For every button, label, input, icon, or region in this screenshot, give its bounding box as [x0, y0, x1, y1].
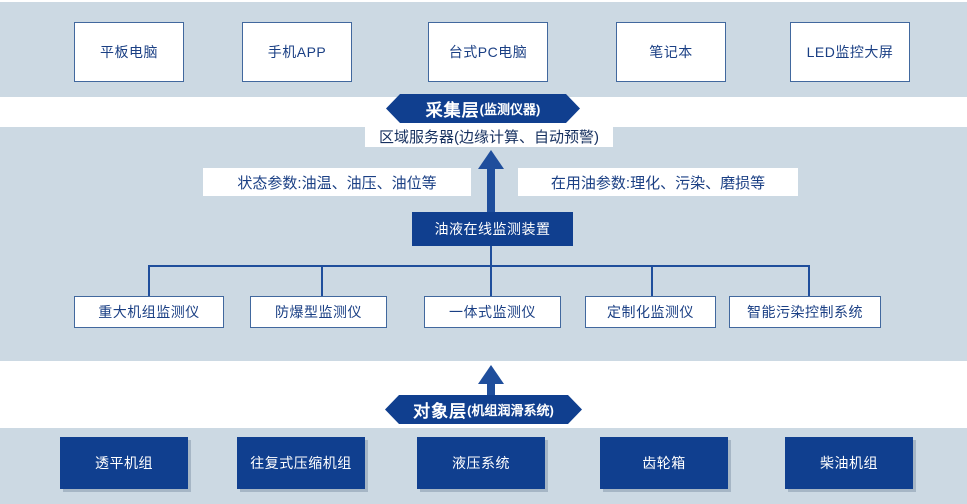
tree-horizontal-line — [149, 265, 809, 267]
instrument-major-unit-monitor[interactable]: 重大机组监测仪 — [74, 296, 224, 328]
arrow-head-icon — [478, 150, 504, 169]
arrow-stem — [487, 165, 495, 213]
arrow-head-icon — [478, 365, 504, 384]
instrument-explosion-proof-monitor[interactable]: 防爆型监测仪 — [250, 296, 387, 328]
in-use-oil-parameters-label: 在用油参数:理化、污染、磨损等 — [518, 168, 798, 196]
regional-server-label: 区域服务器(边缘计算、自动预警) — [365, 125, 613, 147]
instrument-smart-contamination-control[interactable]: 智能污染控制系统 — [729, 296, 881, 328]
instrument-integrated-monitor[interactable]: 一体式监测仪 — [424, 296, 561, 328]
display-terminal-mobile-app[interactable]: 手机APP — [242, 22, 352, 82]
object-turbine-unit[interactable]: 透平机组 — [60, 437, 188, 489]
object-gearbox[interactable]: 齿轮箱 — [600, 437, 728, 489]
arrow-stem — [487, 380, 495, 398]
tree-branch-4 — [651, 265, 653, 296]
tree-branch-2 — [321, 265, 323, 296]
object-diesel-generator-unit[interactable]: 柴油机组 — [785, 437, 913, 489]
object-layer-banner-title: 对象层 — [413, 402, 468, 421]
display-terminal-laptop[interactable]: 笔记本 — [616, 22, 726, 82]
tree-branch-3 — [490, 265, 492, 296]
instrument-customized-monitor[interactable]: 定制化监测仪 — [585, 296, 716, 328]
collection-layer-banner-subtitle: (监测仪器) — [479, 102, 541, 117]
object-reciprocating-compressor[interactable]: 往复式压缩机组 — [237, 437, 365, 489]
collection-layer-banner: 采集层 (监测仪器) — [386, 94, 580, 123]
tree-branch-1 — [148, 265, 150, 296]
collection-layer-banner-title: 采集层 — [425, 101, 480, 120]
display-terminal-tablet[interactable]: 平板电脑 — [74, 22, 184, 82]
display-terminal-led-screen[interactable]: LED监控大屏 — [790, 22, 910, 82]
tree-trunk-line — [490, 246, 492, 265]
object-hydraulic-system[interactable]: 液压系统 — [417, 437, 545, 489]
object-layer-banner: 对象层 (机组润滑系统) — [385, 395, 582, 424]
arrow-up-to-object-layer — [478, 365, 504, 398]
oil-online-monitoring-device-box[interactable]: 油液在线监测装置 — [412, 212, 573, 246]
status-parameters-label: 状态参数:油温、油压、油位等 — [203, 168, 471, 196]
arrow-up-to-collection-layer — [478, 150, 504, 213]
object-layer-banner-subtitle: (机组润滑系统) — [467, 403, 554, 418]
tree-branch-5 — [808, 265, 810, 296]
display-terminal-desktop-pc[interactable]: 台式PC电脑 — [428, 22, 548, 82]
